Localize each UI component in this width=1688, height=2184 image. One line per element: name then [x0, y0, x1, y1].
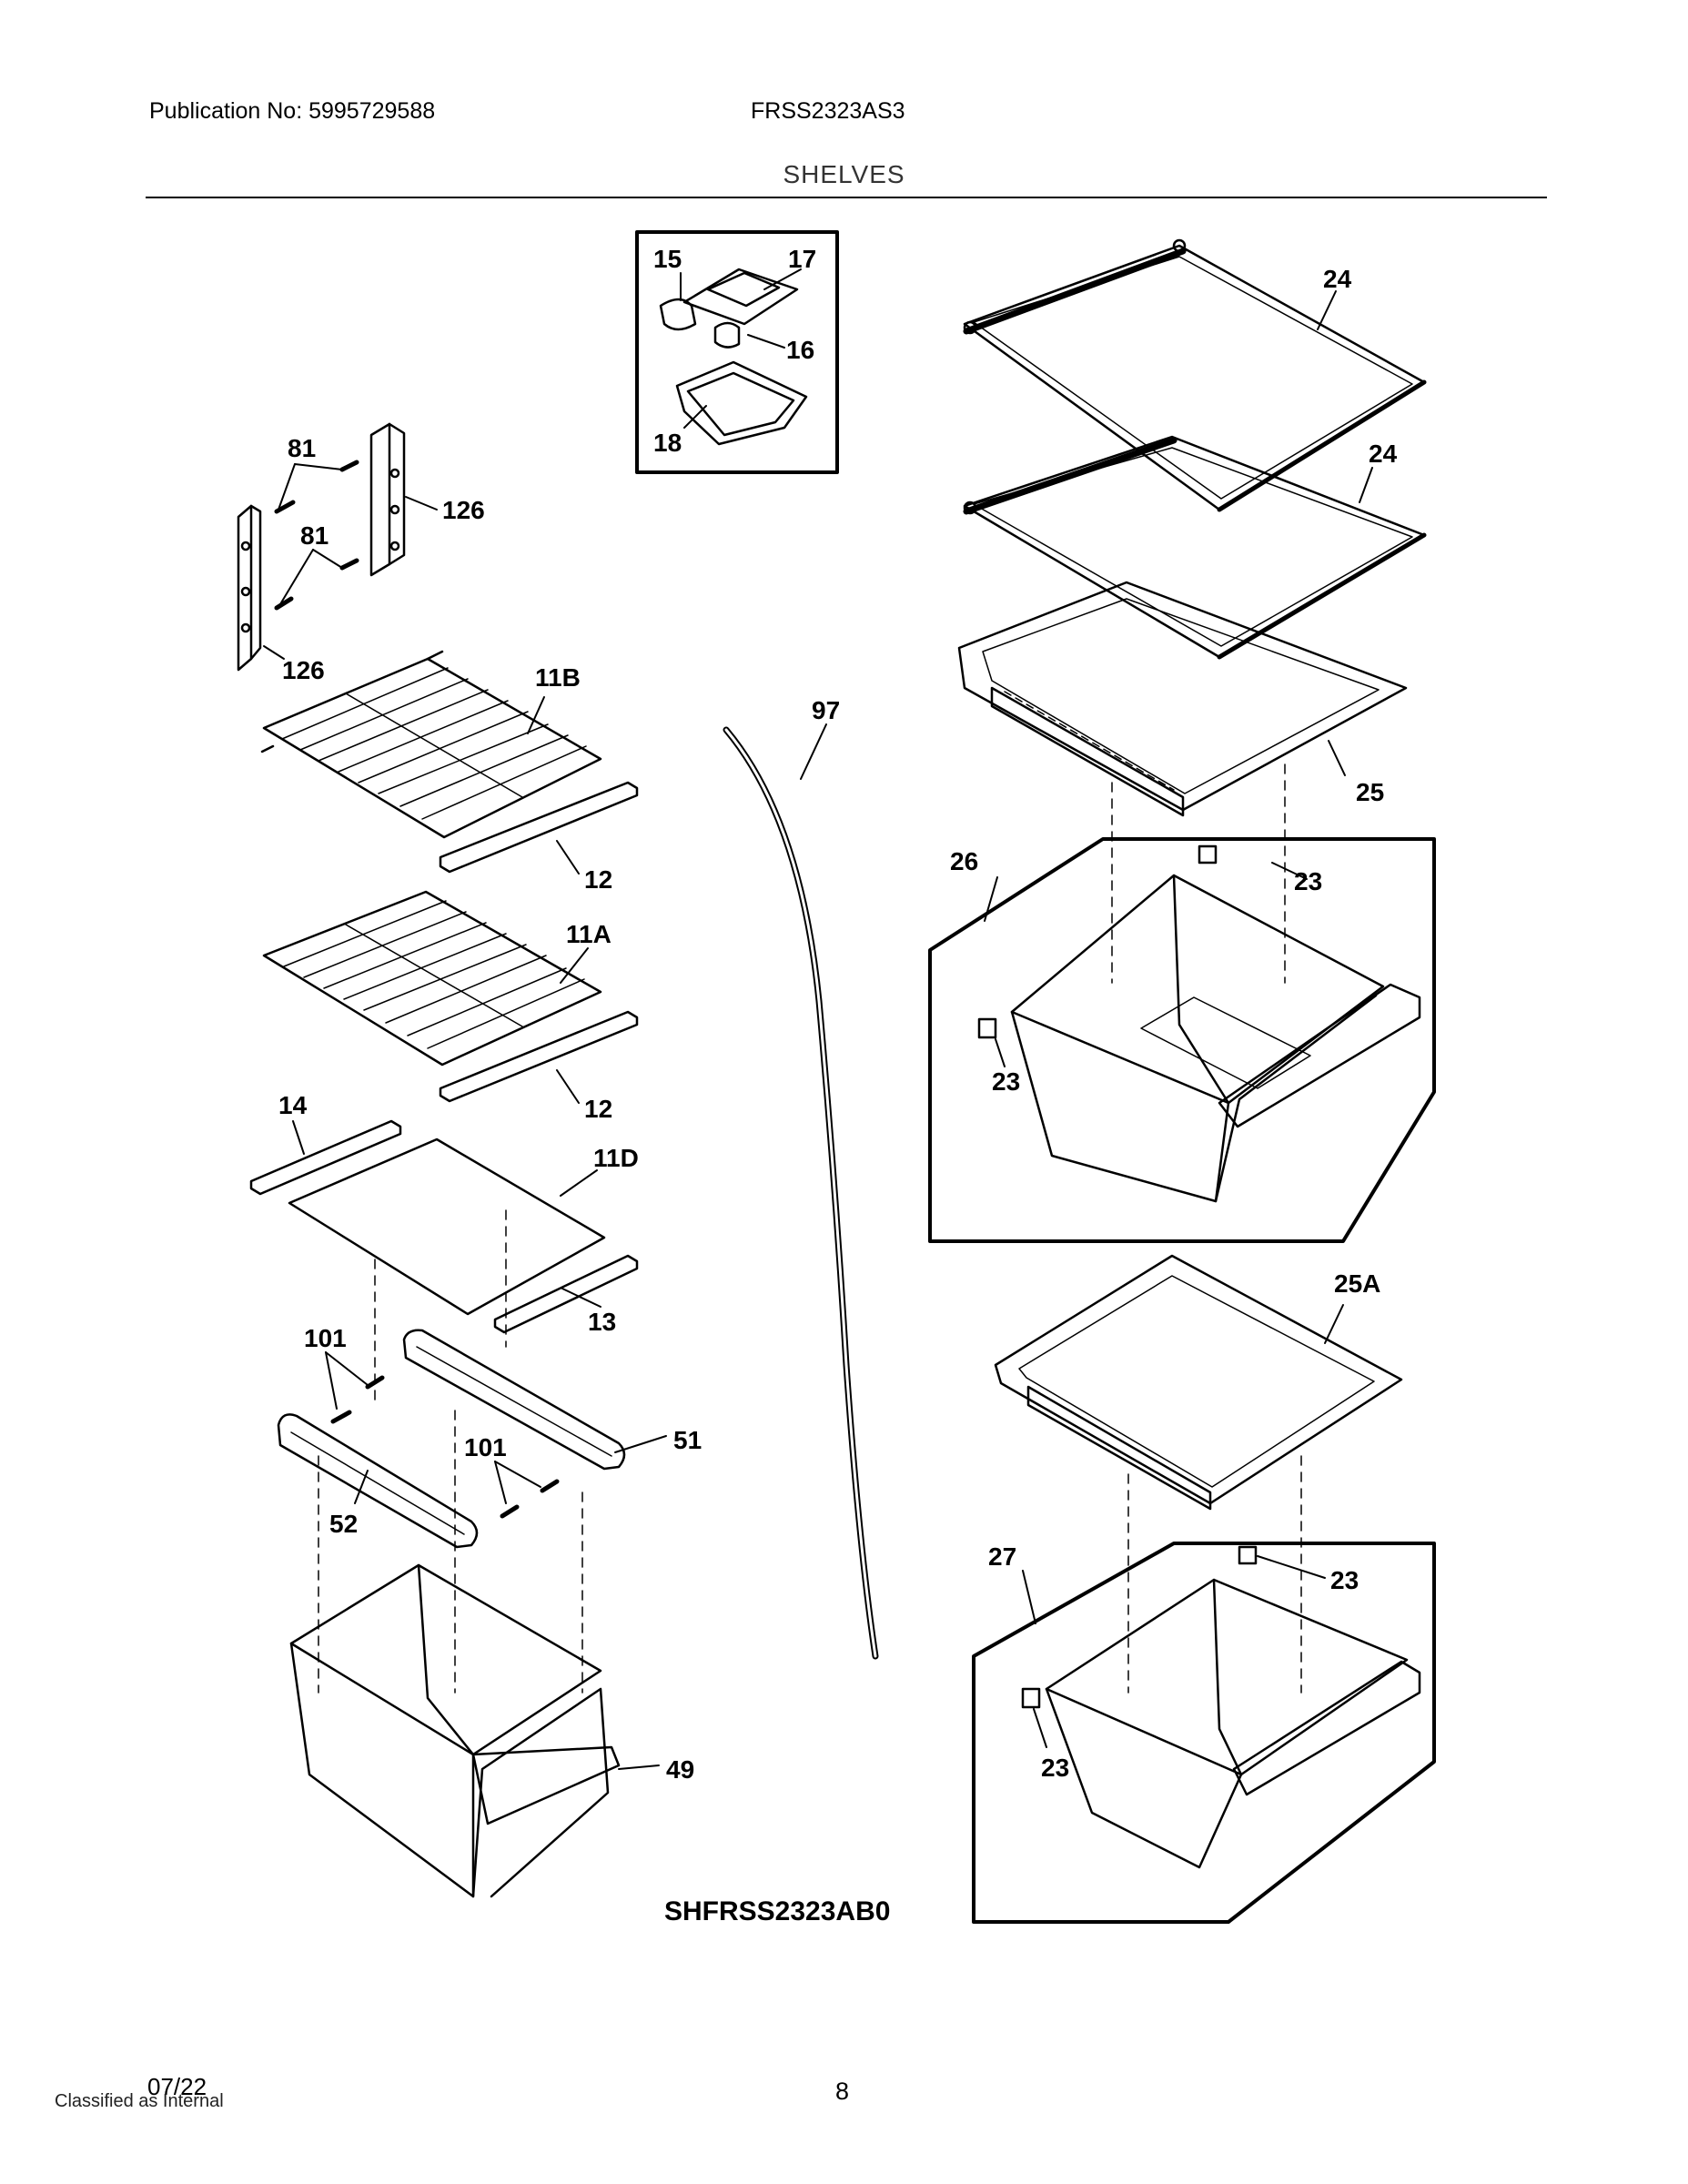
- callout-81-b: 81: [300, 521, 329, 550]
- section-title: SHELVES: [783, 160, 905, 188]
- callout-11b: 11B: [535, 663, 581, 692]
- callout-23-d: 23: [1041, 1754, 1069, 1782]
- part-24-glass-shelf-upper: [963, 238, 1427, 512]
- callout-27: 27: [988, 1542, 1016, 1571]
- callout-14: 14: [278, 1091, 308, 1119]
- header-rule: [146, 197, 1547, 198]
- callout-97: 97: [812, 696, 840, 724]
- footer-date: 07/22: [147, 2073, 207, 2100]
- callout-26: 26: [950, 847, 978, 875]
- callout-17: 17: [788, 245, 816, 273]
- callout-25a: 25A: [1334, 1269, 1380, 1298]
- part-17-light-housing: [682, 268, 799, 326]
- part-15-bulb: [659, 298, 697, 331]
- callout-23-a: 23: [1294, 867, 1322, 895]
- callout-12-b: 12: [584, 1095, 612, 1123]
- light-assembly-inset: [635, 230, 839, 474]
- part-126-shelf-brackets: [237, 422, 406, 672]
- classification-label: Classified as Internal: [55, 2091, 224, 2111]
- callout-15: 15: [653, 245, 682, 273]
- part-27-crisper-pan-box: [972, 1542, 1436, 1924]
- callout-12-a: 12: [584, 865, 612, 894]
- part-25-crisper-cover: [957, 581, 1408, 817]
- part-23-clip: [977, 1017, 997, 1039]
- part-101-screws: [330, 1375, 560, 1519]
- part-16-socket: [713, 321, 741, 349]
- part-14-front-trim: [249, 1119, 402, 1196]
- callout-126-a: 126: [442, 496, 485, 524]
- callout-49: 49: [666, 1755, 694, 1784]
- callout-126-b: 126: [282, 656, 325, 684]
- callout-16: 16: [786, 336, 814, 364]
- part-52-cover-support-left: [277, 1413, 479, 1549]
- part-25a-crisper-cover: [994, 1254, 1403, 1511]
- page-number: 8: [835, 2078, 850, 2105]
- callout-24-lower: 24: [1369, 440, 1398, 468]
- part-11d-glass-shelf: [288, 1138, 606, 1316]
- diagram-code: SHFRSS2323AB0: [664, 1896, 890, 1926]
- callout-25: 25: [1356, 778, 1384, 806]
- callout-11a: 11A: [566, 920, 612, 948]
- part-12-shelf-trim: [439, 781, 639, 874]
- part-11a-wire-shelf: [262, 890, 602, 1067]
- callout-23-b: 23: [992, 1067, 1020, 1096]
- part-23-clip: [1198, 844, 1218, 864]
- model-number: FRSS2323AS3: [751, 98, 905, 124]
- part-24-glass-shelf-lower: [963, 435, 1427, 660]
- part-26-crisper-pan-box: [928, 837, 1436, 1243]
- callout-18: 18: [653, 429, 682, 457]
- part-11b-wire-shelf: [260, 650, 602, 839]
- part-49-meat-pan: [289, 1563, 621, 1898]
- part-12-shelf-trim: [439, 1010, 639, 1103]
- part-51-cover-support-right: [402, 1329, 626, 1471]
- part-97-tube: [723, 726, 879, 1660]
- callout-13: 13: [588, 1308, 616, 1336]
- part-81-screws: [274, 460, 359, 611]
- callout-101-b: 101: [464, 1433, 507, 1461]
- callout-11d: 11D: [593, 1144, 639, 1172]
- part-13-rear-trim: [493, 1254, 639, 1334]
- callout-101-a: 101: [304, 1324, 347, 1352]
- callout-23-c: 23: [1330, 1566, 1359, 1594]
- publication-number: Publication No: 5995729588: [149, 98, 436, 124]
- callout-51: 51: [673, 1426, 702, 1454]
- part-18-light-shield: [675, 360, 808, 446]
- callout-24-upper: 24: [1323, 265, 1352, 293]
- callout-52: 52: [329, 1510, 358, 1538]
- callout-81-a: 81: [288, 434, 316, 462]
